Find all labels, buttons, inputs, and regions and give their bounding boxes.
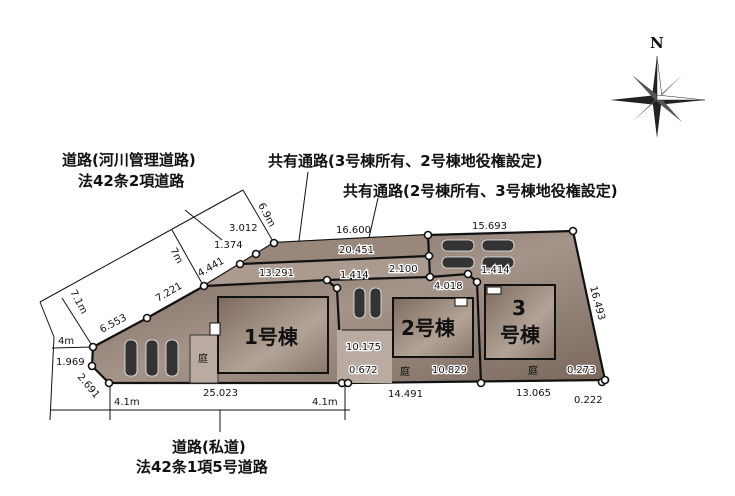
- private-road-label: 道路(私道): [172, 438, 246, 456]
- dimension-label: 13.291: [259, 268, 294, 279]
- dimension-label: 10.175: [346, 342, 381, 353]
- dimension-label: 16.600: [336, 225, 371, 236]
- house-3-number: 3: [512, 296, 526, 320]
- house-2-label: 2号棟: [401, 316, 456, 340]
- dimension-label: 14.491: [388, 389, 423, 400]
- dimension-label: 20.451: [339, 245, 374, 256]
- house-1: 1号棟: [209, 296, 329, 374]
- garden-label: 庭: [198, 352, 208, 365]
- shared-road-b-label: 共有通路(2号棟所有、3号棟地役権設定): [343, 182, 618, 200]
- dimension-label: 1.374: [214, 240, 243, 251]
- shared-road-a: [240, 235, 429, 264]
- road-width: 6.9m: [255, 201, 277, 229]
- garden-label: 庭: [528, 364, 538, 377]
- parking-cars: [124, 239, 515, 377]
- dimension-label: 4.018: [434, 281, 463, 292]
- dimension-label: 1.969: [56, 357, 85, 368]
- house-2: 2号棟: [392, 297, 474, 358]
- dimension-label: 1.414: [340, 270, 369, 281]
- dimension-label: 25.023: [203, 388, 238, 399]
- private-road-law-label: 法42条1項5号道路: [136, 458, 269, 476]
- yard-area: [337, 330, 392, 383]
- yard-area: [189, 334, 219, 384]
- road-dimension-lines: [39, 171, 379, 432]
- dimension-label: 10.829: [432, 365, 467, 376]
- dimension-label: 13.065: [516, 388, 551, 399]
- road-width: 4.1m: [114, 397, 140, 408]
- house-3-label: 号棟: [500, 323, 541, 347]
- dimension-label: 2.691: [75, 372, 102, 401]
- dimension-label: 3.012: [229, 223, 258, 234]
- garden-label: 庭: [400, 365, 410, 378]
- road-width: 4.1m: [312, 397, 338, 408]
- road-width: 4m: [58, 336, 74, 347]
- dimension-label: 15.693: [472, 221, 507, 232]
- house-1-label: 1号棟: [244, 325, 299, 349]
- road-width: 7m: [167, 246, 184, 265]
- dimension-label: 0.273: [567, 365, 596, 376]
- dimension-label: 1.414: [481, 265, 510, 276]
- dimension-label: 0.222: [574, 395, 603, 406]
- dimension-label: 0.672: [349, 365, 378, 376]
- shared-road-a-label: 共有通路(3号棟所有、2号棟地役権設定): [268, 152, 543, 170]
- dimension-label: 2.100: [389, 264, 418, 275]
- north-compass-icon: N: [610, 34, 706, 138]
- boundary-markers: [87, 226, 610, 388]
- river-road-label: 道路(河川管理道路): [62, 151, 196, 169]
- compass-north-label: N: [650, 34, 664, 52]
- river-road-law-label: 法42条2項道路: [78, 172, 185, 190]
- house-3: 3 号棟: [484, 284, 556, 360]
